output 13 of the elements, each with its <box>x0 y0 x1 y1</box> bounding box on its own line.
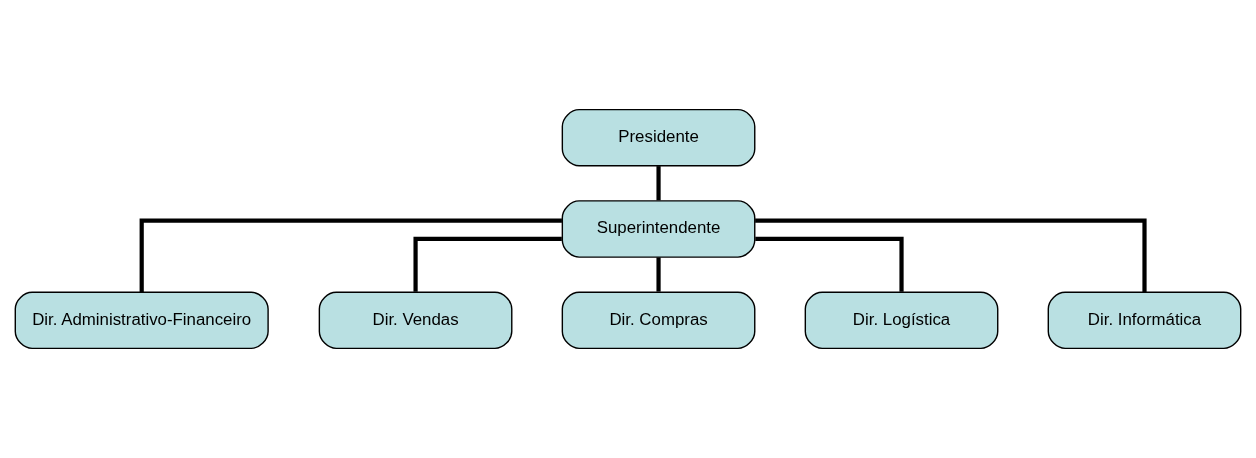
connector <box>413 236 562 292</box>
connector <box>755 236 904 292</box>
connector <box>139 218 562 292</box>
connector <box>656 166 661 201</box>
connector <box>755 218 1147 292</box>
node-box: Presidente <box>561 108 756 167</box>
node-box: Dir. Compras <box>561 291 756 350</box>
node-box: Dir. Vendas <box>318 291 513 350</box>
connector <box>656 257 661 292</box>
node-box: Dir. Administrativo-Financeiro <box>14 291 269 350</box>
node-box: Superintendente <box>561 200 756 258</box>
node-box: Dir. Logística <box>804 291 999 350</box>
node-box: Dir. Informática <box>1047 291 1242 350</box>
